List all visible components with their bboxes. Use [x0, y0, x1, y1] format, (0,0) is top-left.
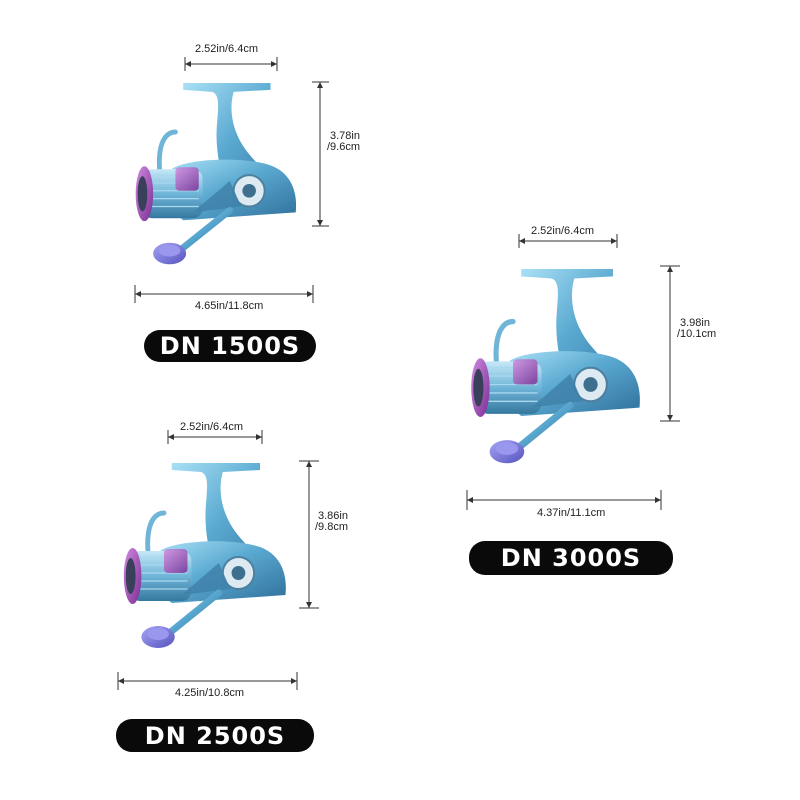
height-in-label-3000s: 3.98in [680, 317, 710, 329]
height-cm-label-3000s: /10.1cm [677, 328, 717, 340]
top-width-label-3000s: 2.52in/6.4cm [531, 225, 594, 237]
model-label-3000s: DN 3000S [469, 541, 673, 575]
top-width-label-1500s: 2.52in/6.4cm [195, 43, 258, 55]
model-label-1500s: DN 1500S [144, 330, 316, 362]
length-label-2500s: 4.25in/10.8cm [175, 687, 245, 699]
height-in-label-1500s: 3.78in [330, 130, 360, 142]
top-width-label-2500s: 2.52in/6.4cm [180, 421, 243, 433]
height-cm-label-2500s: /9.8cm [315, 521, 349, 533]
model-label-2500s: DN 2500S [116, 719, 314, 752]
height-in-label-2500s: 3.86in [318, 510, 348, 522]
length-label-1500s: 4.65in/11.8cm [195, 300, 264, 312]
length-label-3000s: 4.37in/11.1cm [537, 507, 606, 519]
height-cm-label-1500s: /9.6cm [327, 141, 361, 153]
